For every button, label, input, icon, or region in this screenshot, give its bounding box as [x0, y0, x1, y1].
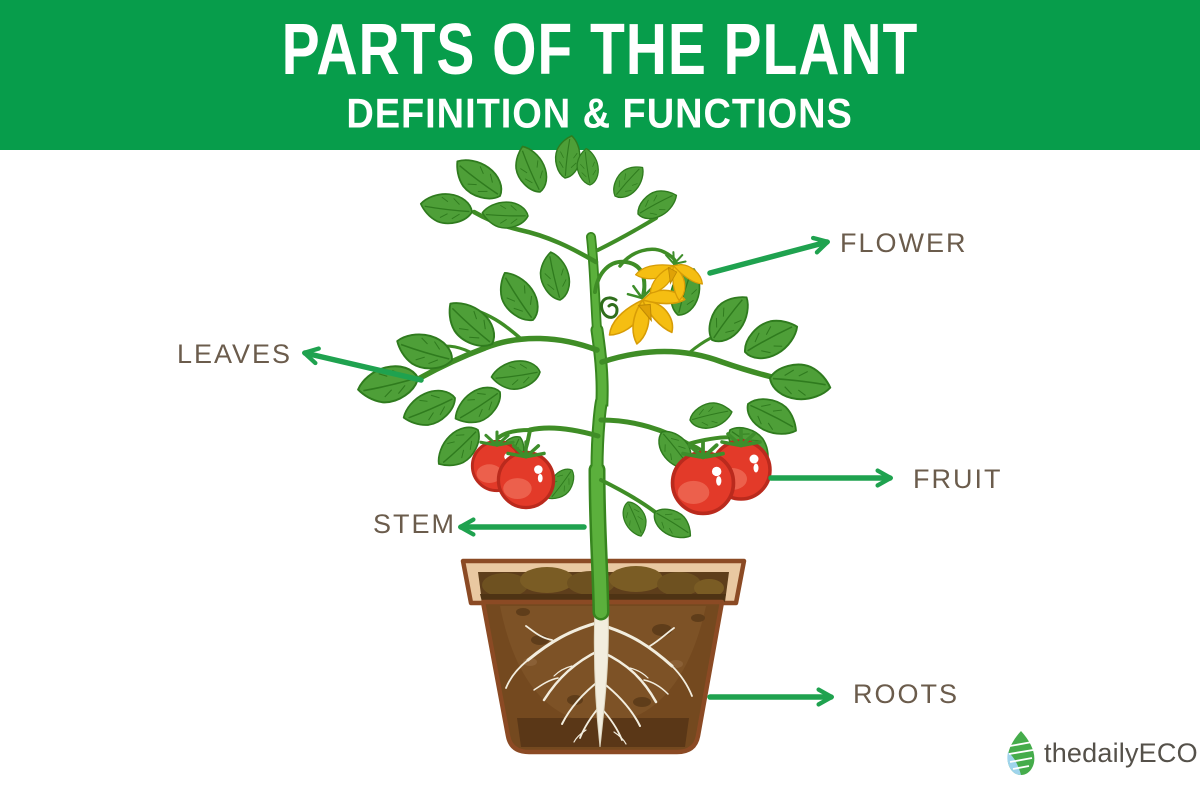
- leaf-icon: [1007, 731, 1035, 775]
- page-title: PARTS OF THE PLANT: [281, 10, 919, 91]
- label-flower: FLOWER: [840, 228, 968, 258]
- soil-speckles: [516, 608, 705, 707]
- leaves-arrow: [302, 346, 424, 383]
- flower-arrow: [707, 235, 830, 276]
- taproot: [593, 607, 609, 748]
- brand-logo: thedailyECO: [1004, 730, 1198, 776]
- pot: [460, 558, 747, 755]
- label-roots: ROOTS: [853, 679, 960, 709]
- label-leaves: LEAVES: [177, 339, 293, 369]
- header-banner: PARTS OF THE PLANT DEFINITION & FUNCTION…: [0, 0, 1200, 150]
- stem: [586, 232, 610, 621]
- brand-logo-text: thedailyECO: [1044, 737, 1198, 768]
- roots: [505, 607, 693, 748]
- page-subtitle: DEFINITION & FUNCTIONS: [346, 90, 854, 138]
- label-fruit: FRUIT: [913, 464, 1003, 494]
- label-stem: STEM: [373, 509, 457, 539]
